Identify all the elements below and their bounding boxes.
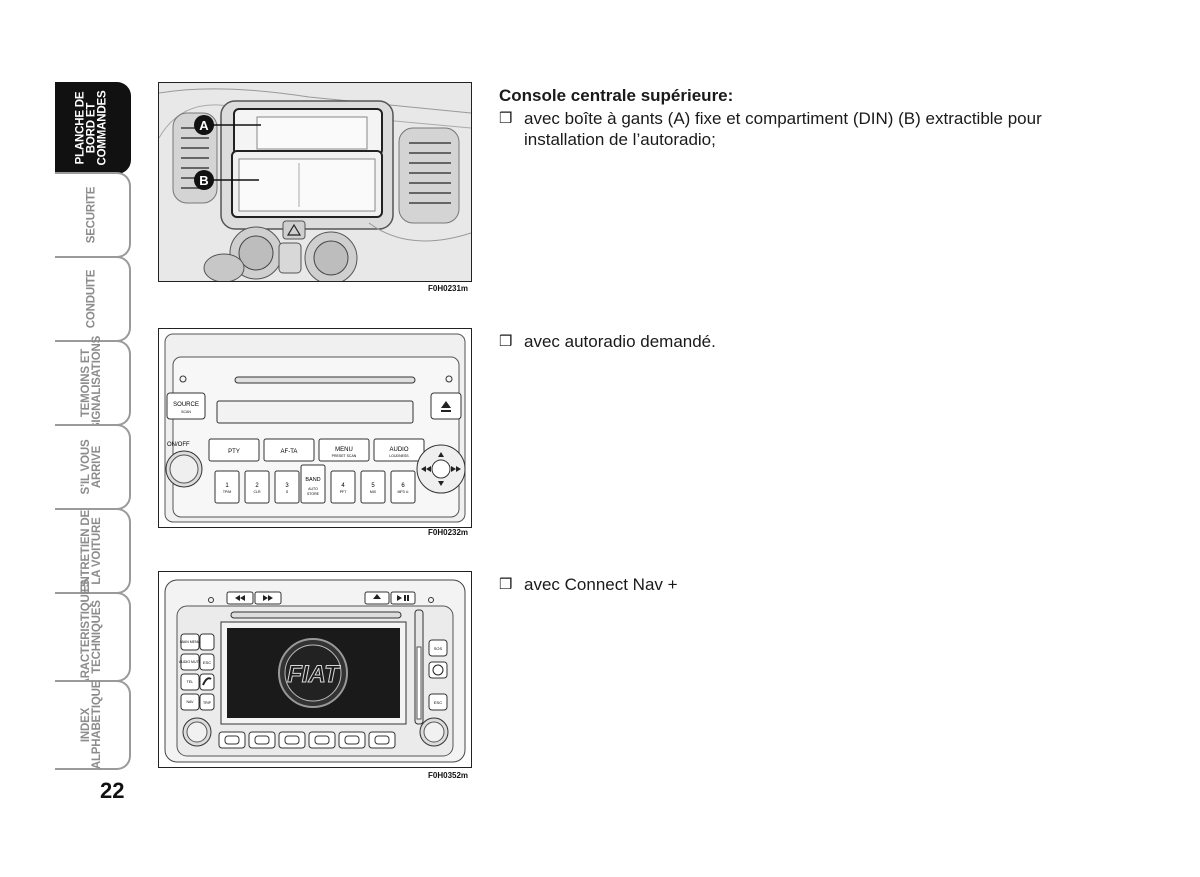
- radio-preset-6-sub: MP3 ⊙: [397, 490, 408, 494]
- radio-preset-3-sub: S: [286, 490, 289, 494]
- figure-radio: SOURCE SCAN ON/OFF PTY AF-TA MENU PRESET…: [158, 328, 472, 528]
- label-b: B: [199, 173, 208, 188]
- checkbox-bullet-icon: ❒: [499, 110, 513, 127]
- figure-nav: FIAT MAIN MENU AUDIO MUTE ESC TEL NAV TR…: [158, 571, 472, 768]
- bullet-item: ❒ avec boîte à gants (A) fixe et compart…: [499, 108, 1119, 150]
- radio-preset-1-sub: TP/M: [223, 490, 231, 494]
- radio-button-menu-sub: PRESET SCAN: [332, 454, 357, 458]
- figure-code: F0H0232m: [428, 528, 469, 537]
- label-a: A: [199, 118, 209, 133]
- bullet-text: avec boîte à gants (A) fixe et compartim…: [524, 109, 1042, 149]
- radio-preset-3: 3: [285, 483, 289, 489]
- tab-conduite[interactable]: CONDUITE: [55, 256, 131, 342]
- tab-label: CARACTERISTIQUES TECHNIQUES: [80, 579, 103, 695]
- console-illustration: A B: [159, 83, 471, 281]
- radio-source-label: SOURCE: [173, 402, 199, 408]
- tab-securite[interactable]: SECURITE: [55, 172, 131, 258]
- nav-key-esc: ESC: [203, 660, 211, 665]
- radio-illustration: SOURCE SCAN ON/OFF PTY AF-TA MENU PRESET…: [159, 329, 471, 527]
- tab-label: PLANCHE DE BORD ET COMMANDES: [74, 90, 109, 166]
- nav-key-sos: SOS: [434, 646, 443, 651]
- section-nav: ❒ avec Connect Nav +: [499, 574, 1119, 595]
- tab-index[interactable]: INDEX ALPHABETIQUE: [55, 680, 131, 770]
- chapter-tabs: PLANCHE DE BORD ET COMMANDES SECURITE CO…: [55, 82, 131, 772]
- nav-illustration: FIAT MAIN MENU AUDIO MUTE ESC TEL NAV TR…: [159, 572, 471, 767]
- radio-onoff-label: ON/OFF: [167, 442, 190, 448]
- radio-button-audio-sub: LOUDNESS: [389, 454, 409, 458]
- radio-band-sub2: STORE: [307, 492, 320, 496]
- section-console: Console centrale supérieure: ❒ avec boît…: [499, 85, 1119, 150]
- radio-button-audio: AUDIO: [389, 447, 408, 453]
- bullet-item: ❒ avec Connect Nav +: [499, 574, 1119, 595]
- radio-preset-2: 2: [255, 483, 259, 489]
- radio-preset-4: 4: [341, 483, 345, 489]
- radio-button-menu: MENU: [335, 447, 353, 453]
- radio-band-sub1: AUTO: [308, 487, 318, 491]
- bullet-item: ❒ avec autoradio demandé.: [499, 331, 1119, 352]
- checkbox-bullet-icon: ❒: [499, 333, 513, 350]
- bullet-text: avec Connect Nav +: [524, 575, 678, 594]
- nav-key-nav: NAV: [187, 700, 195, 704]
- tab-entretien[interactable]: ENTRETIEN DE LA VOITURE: [55, 508, 131, 594]
- checkbox-bullet-icon: ❒: [499, 576, 513, 593]
- radio-preset-2-sub: CLR: [253, 490, 260, 494]
- tab-label: CONDUITE: [85, 269, 98, 329]
- tab-label: SECURITE: [85, 186, 98, 244]
- nav-key-audio-mute: AUDIO MUTE: [179, 660, 202, 664]
- radio-source-sub: SCAN: [181, 410, 191, 414]
- tab-label: TEMOINS ET SIGNALISATIONS: [80, 335, 103, 431]
- nav-key-trip: TRIP: [203, 701, 212, 705]
- nav-key-esc-right: ESC: [434, 700, 442, 705]
- nav-key-main-menu: MAIN MENU: [180, 640, 201, 644]
- radio-preset-buttons: 1 TP/M 2 CLR 3 S BAND AUTO STORE 4 PFT 5…: [214, 464, 416, 504]
- nav-key-tel: TEL: [187, 680, 193, 684]
- tab-sil-vous-arrive[interactable]: S’IL VOUS ARRIVE: [55, 424, 131, 510]
- radio-band: BAND: [305, 477, 320, 483]
- figure-console: A B: [158, 82, 472, 282]
- nav-left-keys: MAIN MENU AUDIO MUTE ESC TEL NAV TRIP: [179, 633, 215, 711]
- radio-preset-1: 1: [225, 483, 229, 489]
- radio-preset-5: 5: [371, 483, 375, 489]
- tab-temoins[interactable]: TEMOINS ET SIGNALISATIONS: [55, 336, 131, 430]
- radio-preset-4-sub: PFT: [340, 490, 347, 494]
- tab-label: INDEX ALPHABETIQUE: [80, 680, 103, 770]
- radio-preset-5-sub: MIX: [370, 490, 377, 494]
- tab-caracteristiques[interactable]: CARACTERISTIQUES TECHNIQUES: [55, 579, 131, 695]
- page-number: 22: [100, 778, 125, 803]
- radio-button-afta: AF-TA: [281, 449, 298, 455]
- bullet-text: avec autoradio demandé.: [524, 332, 716, 351]
- section-heading: Console centrale supérieure:: [499, 86, 734, 105]
- fiat-logo: FIAT: [287, 661, 341, 688]
- radio-button-pty: PTY: [228, 449, 240, 455]
- figure-code: F0H0231m: [428, 284, 469, 293]
- section-radio: ❒ avec autoradio demandé.: [499, 331, 1119, 352]
- radio-preset-6: 6: [401, 483, 405, 489]
- tab-label: S’IL VOUS ARRIVE: [80, 439, 103, 495]
- tab-planche-de-bord[interactable]: PLANCHE DE BORD ET COMMANDES: [55, 82, 131, 174]
- figure-code: F0H0352m: [428, 771, 469, 780]
- radio-top-buttons: PTY AF-TA MENU PRESET SCAN AUDIO LOUDNES…: [208, 438, 425, 462]
